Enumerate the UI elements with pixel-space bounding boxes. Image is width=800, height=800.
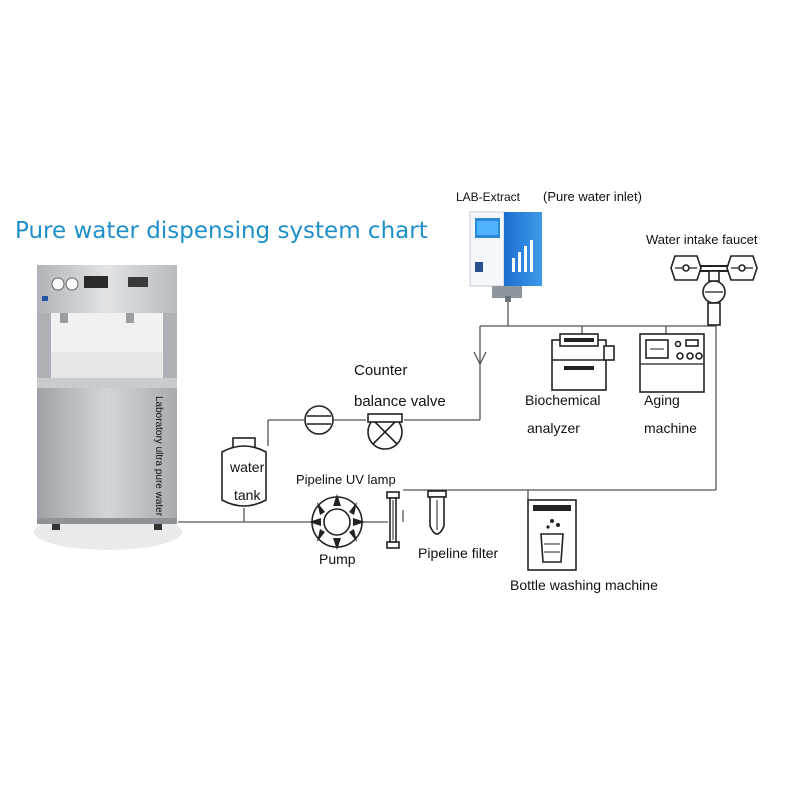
pipeline-filter-icon (427, 490, 447, 535)
aging-machine-label-1: Aging (644, 392, 680, 408)
aging-machine-label-2: machine (644, 420, 697, 436)
flow-meter-icon (304, 405, 334, 435)
water-tank-label-2: tank (234, 487, 261, 503)
pipeline-uv-lamp-label: Pipeline UV lamp (296, 472, 396, 487)
chart-title: Pure water dispensing system chart (15, 218, 428, 244)
laboratory-cabinet-image: Laboratory ultra pure water (34, 265, 182, 550)
pipeline-uv-lamp-icon (386, 491, 400, 549)
pump-label: Pump (319, 551, 356, 567)
biochemical-analyzer-label-2: analyzer (527, 420, 580, 436)
pipe-network (178, 298, 717, 523)
pipeline-filter-label: Pipeline filter (418, 545, 498, 561)
bottle-washing-machine-label: Bottle washing machine (510, 577, 658, 593)
biochemical-analyzer-icon (551, 333, 615, 391)
cabinet-label: Laboratory ultra pure water (153, 396, 164, 517)
pump-icon (309, 494, 365, 550)
water-tank-icon (221, 437, 267, 507)
water-tank-label-1: water (229, 459, 265, 475)
water-intake-faucet-icon (670, 255, 758, 326)
biochemical-analyzer-label-1: Biochemical (525, 392, 600, 408)
aging-machine-icon (639, 333, 705, 393)
lab-extract-device-image (469, 211, 542, 302)
lab-extract-label: LAB-Extract (456, 190, 521, 204)
water-intake-faucet-label: Water intake faucet (646, 232, 758, 247)
counter-balance-valve-icon (367, 413, 403, 450)
bottle-washing-machine-icon (527, 499, 577, 571)
counter-balance-valve-label-1: Counter (354, 362, 407, 379)
pure-water-inlet-label: (Pure water inlet) (543, 189, 642, 204)
counter-balance-valve-label-2: balance valve (354, 393, 446, 410)
